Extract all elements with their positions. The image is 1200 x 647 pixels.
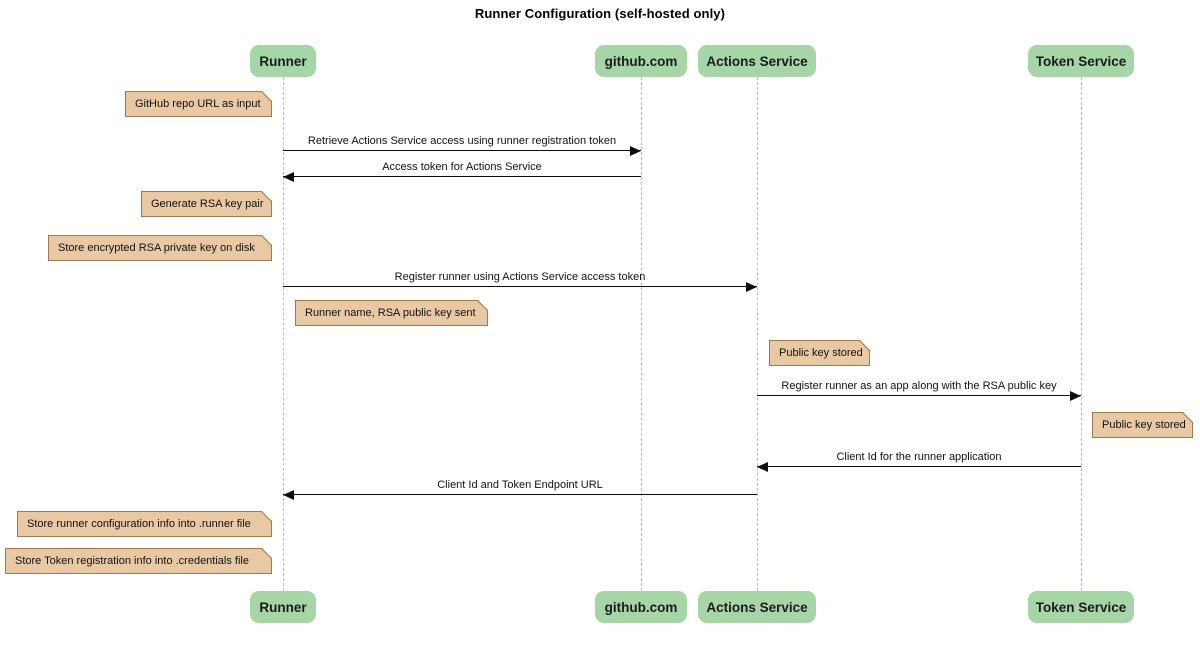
message-line-m4 [757, 395, 1081, 396]
note-text: Runner name, RSA public key sent [305, 307, 476, 319]
message-arrowhead-m4 [1070, 390, 1081, 401]
participant-label: Runner [259, 599, 307, 615]
message-arrowhead-m3 [746, 281, 757, 292]
message-arrowhead-m6 [283, 489, 294, 500]
note-n5: Public key stored [769, 340, 870, 366]
message-line-m2 [283, 176, 641, 177]
participant-runner-bottom[interactable]: Runner [250, 591, 316, 623]
participant-token-top[interactable]: Token Service [1028, 45, 1134, 77]
lifeline-actions [757, 77, 758, 591]
message-label-m3: Register runner using Actions Service ac… [394, 271, 646, 283]
note-text: GitHub repo URL as input [135, 98, 261, 110]
participant-actions-top[interactable]: Actions Service [698, 45, 816, 77]
message-label-m2: Access token for Actions Service [382, 161, 542, 173]
note-fold-corner-icon [1183, 412, 1193, 422]
note-text: Store encrypted RSA private key on disk [58, 242, 255, 254]
message-line-m5 [757, 466, 1081, 467]
note-fold-corner-icon [478, 300, 488, 310]
message-arrowhead-m1 [630, 145, 641, 156]
participant-label: Token Service [1035, 599, 1127, 615]
note-fold-corner-icon [860, 340, 870, 350]
message-label-m1: Retrieve Actions Service access using ru… [307, 135, 617, 147]
lifeline-github [641, 77, 642, 591]
participant-label: Token Service [1035, 53, 1127, 69]
participant-github-top[interactable]: github.com [595, 45, 687, 77]
participant-token-bottom[interactable]: Token Service [1028, 591, 1134, 623]
note-fold-corner-icon [262, 191, 272, 201]
note-n3: Store encrypted RSA private key on disk [48, 235, 272, 261]
participant-actions-bottom[interactable]: Actions Service [698, 591, 816, 623]
message-line-m1 [283, 150, 641, 151]
note-n8: Store Token registration info into .cred… [5, 548, 272, 574]
message-line-m3 [283, 286, 757, 287]
note-fold-corner-icon [262, 548, 272, 558]
message-arrowhead-m2 [283, 171, 294, 182]
note-n2: Generate RSA key pair [141, 191, 272, 217]
participant-label: Actions Service [706, 53, 808, 69]
lifeline-runner [283, 77, 284, 591]
participant-label: Runner [259, 53, 307, 69]
message-line-m6 [283, 494, 757, 495]
participant-label: Actions Service [706, 599, 808, 615]
note-text: Generate RSA key pair [151, 198, 264, 210]
note-text: Public key stored [1102, 419, 1186, 431]
lifeline-token [1081, 77, 1082, 591]
participant-runner-top[interactable]: Runner [250, 45, 316, 77]
participant-label: github.com [604, 53, 678, 69]
message-label-m4: Register runner as an app along with the… [781, 380, 1057, 392]
participant-github-bottom[interactable]: github.com [595, 591, 687, 623]
note-fold-corner-icon [262, 511, 272, 521]
note-n4: Runner name, RSA public key sent [295, 300, 488, 326]
note-n1: GitHub repo URL as input [125, 91, 272, 117]
note-n6: Public key stored [1092, 412, 1193, 438]
note-n7: Store runner configuration info into .ru… [17, 511, 272, 537]
note-fold-corner-icon [262, 235, 272, 245]
note-text: Store Token registration info into .cred… [15, 555, 249, 567]
diagram-title: Runner Configuration (self-hosted only) [474, 6, 726, 21]
note-text: Public key stored [779, 347, 863, 359]
message-label-m6: Client Id and Token Endpoint URL [437, 479, 603, 491]
note-fold-corner-icon [262, 91, 272, 101]
note-text: Store runner configuration info into .ru… [27, 518, 251, 530]
participant-label: github.com [604, 599, 678, 615]
message-arrowhead-m5 [757, 461, 768, 472]
message-label-m5: Client Id for the runner application [836, 451, 1002, 463]
